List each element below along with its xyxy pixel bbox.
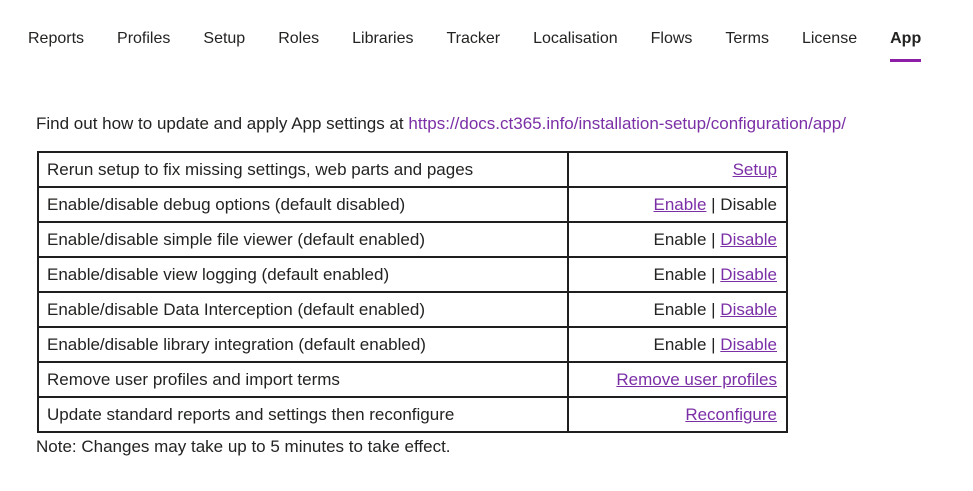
remove-user-profiles-link[interactable]: Remove user profiles bbox=[616, 369, 777, 389]
docs-link[interactable]: https://docs.ct365.info/installation-set… bbox=[408, 114, 846, 133]
setting-description: Enable/disable library integration (defa… bbox=[37, 326, 569, 363]
tab-roles[interactable]: Roles bbox=[278, 30, 320, 47]
table-row: Enable/disable debug options (default di… bbox=[37, 186, 788, 223]
table-row: Remove user profiles and import terms Rem… bbox=[37, 361, 788, 398]
setup-link[interactable]: Setup bbox=[732, 159, 777, 179]
setting-actions: Reconfigure bbox=[567, 396, 788, 433]
table-row: Enable/disable simple file viewer (defau… bbox=[37, 221, 788, 258]
enable-text: Enable bbox=[653, 229, 707, 249]
tab-tracker[interactable]: Tracker bbox=[446, 30, 501, 47]
setting-actions: Enable | Disable bbox=[567, 186, 788, 223]
action-separator: | bbox=[706, 264, 721, 284]
tab-profiles[interactable]: Profiles bbox=[117, 30, 171, 47]
action-separator: | bbox=[706, 334, 721, 354]
table-row: Rerun setup to fix missing settings, web… bbox=[37, 151, 788, 188]
tab-localisation[interactable]: Localisation bbox=[533, 30, 618, 47]
action-separator: | bbox=[706, 194, 721, 214]
tab-terms[interactable]: Terms bbox=[725, 30, 769, 47]
disable-text: Disable bbox=[720, 194, 777, 214]
setting-description: Enable/disable simple file viewer (defau… bbox=[37, 221, 569, 258]
tab-flows[interactable]: Flows bbox=[650, 30, 693, 47]
setting-actions: Enable | Disable bbox=[567, 291, 788, 328]
setting-description: Remove user profiles and import terms bbox=[37, 361, 569, 398]
top-nav: Reports Profiles Setup Roles Libraries Tracke… bbox=[0, 0, 973, 62]
setting-description: Enable/disable Data Interception (defaul… bbox=[37, 291, 569, 328]
disable-link[interactable]: Disable bbox=[720, 299, 777, 319]
note-text: Note: Changes may take up to 5 minutes t… bbox=[36, 437, 451, 456]
tab-setup[interactable]: Setup bbox=[203, 30, 246, 47]
tab-app[interactable]: App bbox=[890, 30, 922, 62]
action-separator: | bbox=[706, 229, 721, 249]
enable-text: Enable bbox=[653, 264, 707, 284]
settings-table: Rerun setup to fix missing settings, web… bbox=[37, 151, 788, 433]
enable-text: Enable bbox=[653, 299, 707, 319]
table-row: Enable/disable view logging (default ena… bbox=[37, 256, 788, 293]
setting-actions: Enable | Disable bbox=[567, 326, 788, 363]
reconfigure-link[interactable]: Reconfigure bbox=[685, 404, 777, 424]
intro-text: Find out how to update and apply App set… bbox=[36, 114, 409, 133]
setting-description: Rerun setup to fix missing settings, web… bbox=[37, 151, 569, 188]
setting-actions: Remove user profiles bbox=[567, 361, 788, 398]
disable-link[interactable]: Disable bbox=[720, 229, 777, 249]
table-row: Enable/disable Data Interception (defaul… bbox=[37, 291, 788, 328]
setting-actions: Enable | Disable bbox=[567, 256, 788, 293]
setting-description: Update standard reports and settings the… bbox=[37, 396, 569, 433]
intro-paragraph: Find out how to update and apply App set… bbox=[36, 114, 973, 134]
action-separator: | bbox=[706, 299, 721, 319]
table-row: Enable/disable library integration (defa… bbox=[37, 326, 788, 363]
setting-actions: Setup bbox=[567, 151, 788, 188]
setting-description: Enable/disable view logging (default ena… bbox=[37, 256, 569, 293]
disable-link[interactable]: Disable bbox=[720, 264, 777, 284]
tab-license[interactable]: License bbox=[801, 30, 858, 47]
disable-link[interactable]: Disable bbox=[720, 334, 777, 354]
settings-table-body: Rerun setup to fix missing settings, web… bbox=[37, 151, 788, 433]
tab-reports[interactable]: Reports bbox=[28, 30, 85, 47]
enable-link[interactable]: Enable bbox=[653, 194, 707, 214]
table-row: Update standard reports and settings the… bbox=[37, 396, 788, 433]
enable-text: Enable bbox=[653, 334, 707, 354]
tab-libraries[interactable]: Libraries bbox=[352, 30, 414, 47]
setting-actions: Enable | Disable bbox=[567, 221, 788, 258]
setting-description: Enable/disable debug options (default di… bbox=[37, 186, 569, 223]
